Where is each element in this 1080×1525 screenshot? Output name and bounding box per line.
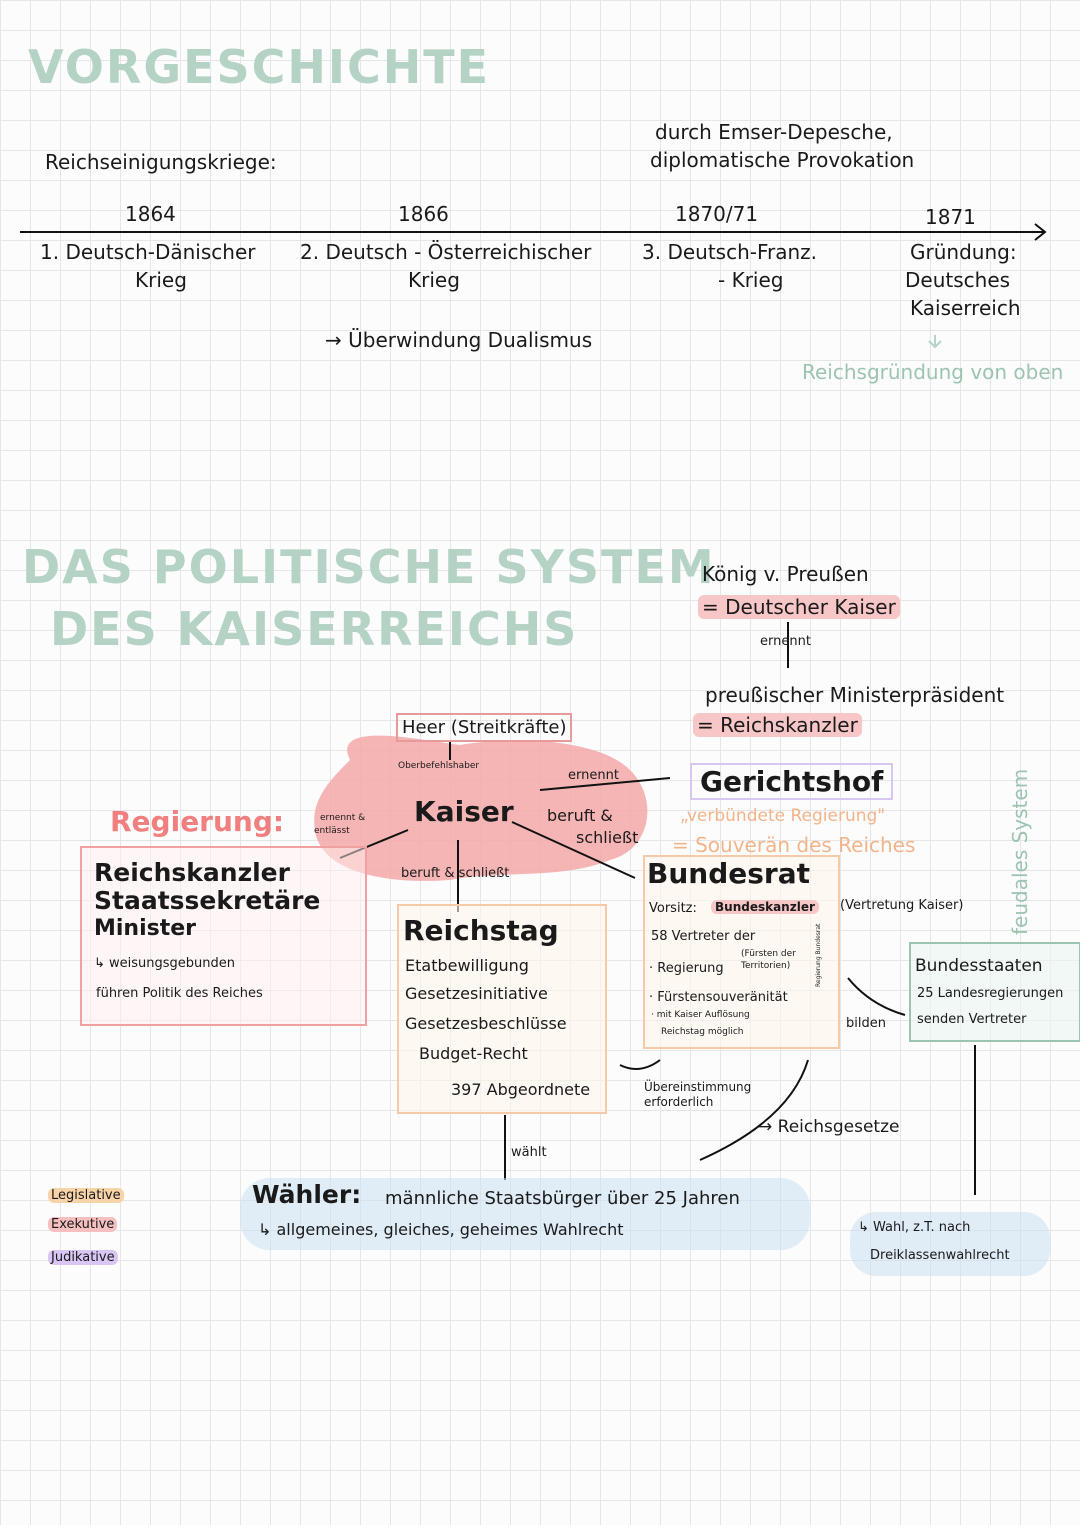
wahl-note: Dreiklassenwahlrecht	[870, 1248, 1010, 1263]
vorsitz-label: Vorsitz:	[649, 901, 697, 916]
regierung-note: ↳ weisungsgebunden	[94, 956, 236, 971]
beruft-schliesst: beruft & schließt	[401, 866, 510, 881]
bundesrat-item: · Fürstensouveränität	[649, 990, 788, 1005]
ernennt-label: ernennt	[760, 634, 811, 649]
regierung-box: Reichskanzler Staatssekretäre Minister ↳…	[80, 846, 367, 1026]
reichstag-item: Etatbewilligung	[405, 956, 529, 975]
kaiser-label: Kaiser	[414, 795, 514, 828]
regierung-line: Minister	[94, 916, 197, 941]
feudales-system: feudales System	[1008, 768, 1032, 935]
event-text: - Krieg	[718, 268, 784, 292]
regierung-heading: Regierung:	[110, 805, 285, 838]
oberbefehl-label: Oberbefehlshaber	[398, 761, 480, 771]
event-year: 1871	[925, 205, 976, 229]
event-text: Deutsches	[905, 268, 1011, 292]
waehler-title: Wähler:	[252, 1180, 362, 1209]
event-year: 1866	[398, 202, 449, 226]
result-reichsgruendung: Reichsgründung von oben	[802, 360, 1064, 384]
timeline-label: Reichseinigungskriege:	[45, 150, 277, 174]
reichstag-item: Gesetzesinitiative	[405, 984, 548, 1003]
legend-judikative: Judikative	[48, 1250, 118, 1265]
bilden-label: bilden	[846, 1016, 886, 1031]
vertretung-kaiser: (Vertretung Kaiser)	[840, 898, 964, 913]
section-title-system: DAS POLITISCHE SYSTEM	[22, 540, 716, 594]
bundesstaaten-line: senden Vertreter	[917, 1012, 1027, 1027]
legend-exekutive: Exekutive	[48, 1217, 118, 1232]
bundesrat-item: Reichstag möglich	[661, 1027, 744, 1037]
section-title-vorgeschichte: VORGESCHICHTE	[28, 40, 491, 94]
bundesrat-note: (Fürsten der	[741, 949, 796, 959]
reichsgesetze: → Reichsgesetze	[758, 1117, 900, 1137]
event-year: 1864	[125, 202, 176, 226]
kaiser-title: = Deutscher Kaiser	[698, 595, 900, 619]
waehlt-label: wählt	[511, 1145, 547, 1160]
ernennt-label: ernennt	[568, 768, 619, 783]
kaiser-cloud	[314, 735, 648, 881]
event-text: Kaiserreich	[910, 296, 1021, 320]
reichskanzler-title: = Reichskanzler	[693, 713, 862, 737]
souveraen: = Souverän des Reiches	[672, 833, 916, 857]
gerichtshof-box: Gerichtshof	[690, 763, 894, 800]
bundesrat-side-note: Regierung Bundesrat	[815, 923, 822, 987]
ernennt-entlaesst: ernennt &	[320, 813, 366, 823]
beruft-schliesst: beruft &	[547, 806, 613, 825]
bundesrat-note: Territorien)	[741, 961, 791, 971]
wahl-highlight	[850, 1212, 1050, 1276]
note-top-2: diplomatische Provokation	[650, 148, 915, 172]
reichstag-item: Budget-Recht	[419, 1044, 528, 1063]
bundesrat-line: 58 Vertreter der	[651, 929, 756, 944]
result-dualismus: → Überwindung Dualismus	[325, 328, 593, 352]
note-top-1: durch Emser-Depesche,	[655, 120, 893, 144]
bundesrat-title: Bundesrat	[647, 857, 810, 890]
reichstag-item: Gesetzesbeschlüsse	[405, 1014, 567, 1033]
reichstag-title: Reichstag	[403, 914, 559, 947]
uebereinstimmung: erforderlich	[644, 1095, 714, 1109]
waehler-note: ↳ allgemeines, gleiches, geheimes Wahlre…	[258, 1220, 624, 1239]
event-text: Gründung:	[910, 240, 1017, 264]
bundesstaaten-box: Bundesstaaten 25 Landesregierungen sende…	[909, 942, 1080, 1042]
bundesstaaten-line: 25 Landesregierungen	[917, 986, 1064, 1001]
event-text: Krieg	[135, 268, 187, 292]
ernennt-entlaesst: entlässt	[314, 826, 350, 836]
verbuendete-regierung: „verbündete Regierung"	[680, 806, 886, 826]
event-text: Krieg	[408, 268, 460, 292]
reichstag-box: Reichstag Etatbewilligung Gesetzesinitia…	[397, 904, 607, 1114]
section-title-system-2: DES KAISERREICHS	[50, 602, 579, 656]
waehler-highlight	[240, 1178, 810, 1250]
beruft-schliesst: schließt	[576, 828, 639, 847]
reichstag-count: 397 Abgeordnete	[451, 1080, 591, 1099]
event-year: 1870/71	[675, 202, 759, 226]
waehler-text: männliche Staatsbürger über 25 Jahren	[385, 1188, 740, 1209]
bundesstaaten-title: Bundesstaaten	[915, 956, 1043, 976]
event-text: 1. Deutsch-Dänischer	[40, 240, 256, 264]
timeline-arrow	[20, 223, 1047, 241]
koenig-line: König v. Preußen	[702, 562, 869, 586]
wahl-note: ↳ Wahl, z.T. nach	[858, 1220, 971, 1235]
bundesrat-item: · mit Kaiser Auflösung	[651, 1010, 750, 1020]
event-text: 3. Deutsch-Franz.	[642, 240, 818, 264]
bundesrat-box: Bundesrat Vorsitz: Bundeskanzler 58 Vert…	[643, 855, 840, 1049]
event-text: 2. Deutsch - Österreichischer	[300, 240, 592, 264]
ministerpraesident: preußischer Ministerpräsident	[705, 683, 1005, 707]
bundesrat-item: · Regierung	[649, 961, 724, 976]
legend-legislative: Legislative	[48, 1188, 124, 1203]
vorsitz-value: Bundeskanzler	[711, 900, 819, 914]
uebereinstimmung: Übereinstimmung	[644, 1080, 752, 1094]
regierung-line: Reichskanzler	[94, 858, 290, 887]
regierung-line: Staatssekretäre	[94, 886, 321, 915]
heer-box: Heer (Streitkräfte)	[396, 713, 573, 742]
regierung-note: führen Politik des Reiches	[96, 986, 263, 1001]
